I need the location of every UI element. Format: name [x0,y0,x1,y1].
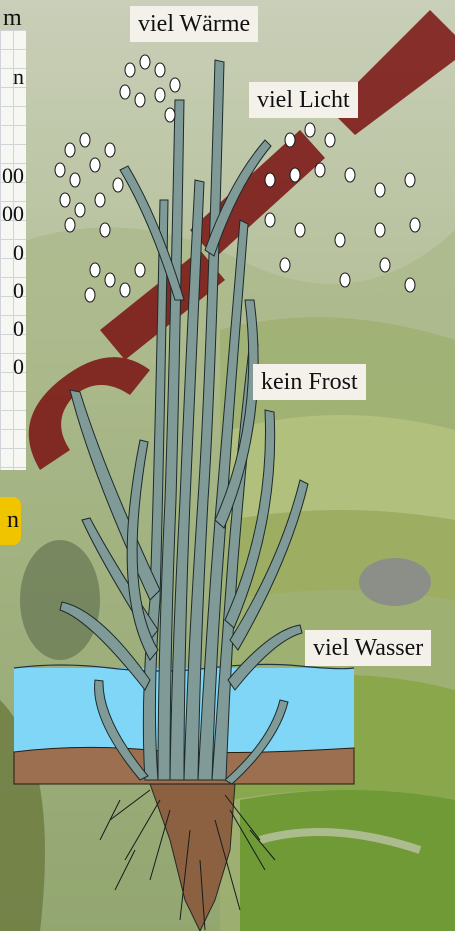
table-header-fragment: m [3,6,22,30]
label-viel-waerme: viel Wärme [130,6,258,42]
label-viel-licht: viel Licht [249,82,358,118]
yellow-tab-text: n [7,507,19,534]
table-value-fragment-6: 0 [13,356,24,378]
table-row-fragment: n [13,66,24,88]
yellow-tab-fragment: n [0,497,21,545]
label-viel-wasser: viel Wasser [305,630,431,666]
table-value-fragment-3: 0 [13,242,24,264]
left-data-table-fragment: n 00 00 0 0 0 0 [0,30,26,470]
table-value-fragment-2: 00 [2,203,24,225]
table-value-fragment-1: 00 [2,165,24,187]
table-value-fragment-5: 0 [13,318,24,340]
table-value-fragment-4: 0 [13,280,24,302]
label-kein-frost: kein Frost [253,364,366,400]
